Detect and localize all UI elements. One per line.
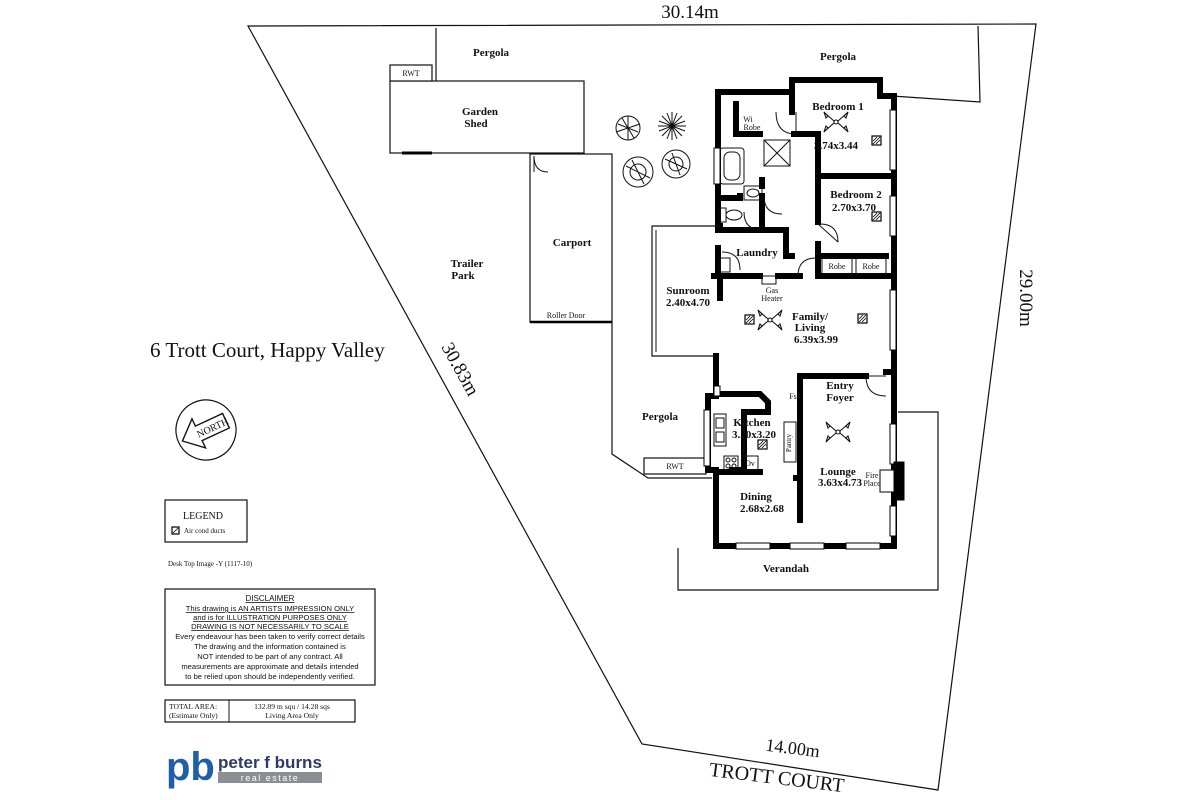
- room-lounge-dim: 3.63x4.73: [818, 477, 863, 489]
- label-place: Place: [863, 479, 881, 488]
- disclaimer-line-4: Every endeavour has been taken to verify…: [175, 632, 365, 641]
- room-sunroom-name: Sunroom: [666, 285, 709, 297]
- room-sunroom-dim: 2.40x4.70: [666, 297, 711, 309]
- disclaimer-line-6: NOT intended to be part of any contract.…: [197, 652, 343, 661]
- room-laundry: Laundry: [736, 247, 778, 259]
- room-bedroom2-name: Bedroom 2: [830, 189, 882, 201]
- brand-tagline-bar: [218, 772, 322, 783]
- room-foyer: Foyer: [826, 392, 854, 404]
- label-robe2: Robe: [863, 262, 880, 271]
- label-gas: Gas: [766, 286, 778, 295]
- legend-item: Air cond ducts: [184, 527, 225, 535]
- dim-right: 29.00m: [1015, 269, 1036, 327]
- fixtures: [713, 139, 905, 501]
- area-value-2: Living Area Only: [265, 711, 319, 720]
- disclaimer-line-5: The drawing and the information containe…: [194, 642, 346, 651]
- legend-title: LEGEND: [183, 511, 223, 522]
- brand-name: peter f burns: [218, 753, 322, 772]
- label-rwt-bottom: RWT: [666, 462, 683, 471]
- label-pergola-right: Pergola: [820, 51, 857, 63]
- brand-tagline: real estate: [241, 773, 300, 783]
- doors: [721, 111, 887, 397]
- area-value-1: 132.89 m squ / 14.28 sqs: [254, 702, 330, 711]
- legend: LEGEND Air cond ducts: [164, 499, 248, 543]
- label-wi-robe: Robe: [744, 123, 761, 132]
- room-kitchen-dim: 3.20x3.20: [732, 429, 777, 441]
- label-park: Park: [451, 270, 475, 282]
- label-pantry: Pantry: [785, 433, 793, 452]
- room-dining-name: Dining: [740, 491, 772, 503]
- label-verandah: Verandah: [763, 563, 809, 575]
- disclaimer-heading: DISCLAIMER: [246, 594, 295, 603]
- disclaimer-box: DISCLAIMER This drawing is AN ARTISTS IM…: [164, 588, 376, 686]
- garden-shed: [389, 64, 585, 155]
- room-bedroom1-dim: 3.74x3.44: [814, 140, 859, 152]
- windows: [703, 109, 897, 550]
- label-trailer: Trailer: [451, 258, 484, 270]
- brand-monogram: pb: [166, 745, 215, 789]
- site-boundary: [246, 23, 1037, 791]
- label-garden: Garden: [462, 106, 498, 118]
- property-address: 6 Trott Court, Happy Valley: [150, 338, 385, 362]
- room-family-name2: Living: [795, 322, 826, 334]
- dim-bottom: 14.00m: [764, 735, 821, 761]
- disclaimer-line-7: measurements are approximate and details…: [181, 662, 358, 671]
- image-reference: Desk Top Image -Y (1117-10): [168, 560, 253, 568]
- room-lounge-name: Lounge: [820, 466, 856, 478]
- carport: [529, 153, 613, 324]
- label-fire: Fire: [866, 471, 879, 480]
- room-family-dim: 6.39x3.99: [794, 334, 839, 346]
- room-dining-dim: 2.68x2.68: [740, 503, 785, 515]
- label-oven: Ov: [745, 459, 755, 468]
- pergola-top: [435, 25, 981, 103]
- ceiling-fan-icon: [757, 111, 851, 443]
- disclaimer-line-2: and is for ILLUSTRATION PURPOSES ONLY: [193, 613, 347, 622]
- disclaimer-line-3: DRAWING IS NOT NECESSARILY TO SCALE: [191, 622, 349, 631]
- room-entry: Entry: [826, 380, 854, 392]
- room-bedroom1-name: Bedroom 1: [812, 101, 863, 113]
- disclaimer-line-8: to be relied upon should be independentl…: [185, 672, 355, 681]
- label-carport: Carport: [553, 237, 592, 249]
- dim-left: 30.83m: [437, 339, 483, 400]
- north-arrow-icon: NORTH: [175, 399, 237, 461]
- pergola-side: [611, 322, 712, 479]
- label-rwt-top: RWT: [402, 69, 419, 78]
- dim-top: 30.14m: [661, 2, 719, 23]
- area-label-1: TOTAL AREA:: [169, 702, 217, 711]
- air-duct-icon: [744, 135, 882, 450]
- room-family-name: Family/: [792, 311, 829, 323]
- label-pergola-left: Pergola: [473, 47, 510, 59]
- room-bedroom2-dim: 2.70x3.70: [832, 202, 877, 214]
- label-roller-door: Roller Door: [547, 311, 586, 320]
- label-robe1: Robe: [829, 262, 846, 271]
- label-shed: Shed: [464, 118, 487, 130]
- brand-logo: pb peter f burns real estate: [166, 745, 322, 789]
- label-fs: Fs: [789, 392, 797, 401]
- boundary-line: [246, 23, 1037, 791]
- disclaimer-line-1: This drawing is AN ARTISTS IMPRESSION ON…: [186, 604, 355, 613]
- area-label-2: (Estimate Only): [169, 711, 218, 720]
- label-heater: Heater: [761, 294, 783, 303]
- room-kitchen-name: Kitchen: [733, 417, 770, 429]
- verandah: [677, 411, 939, 591]
- label-wi: Wi: [743, 115, 753, 124]
- tree-icon: [615, 112, 691, 188]
- area-table: TOTAL AREA: (Estimate Only) 132.89 m squ…: [164, 699, 356, 723]
- label-pergola-mid: Pergola: [642, 411, 679, 423]
